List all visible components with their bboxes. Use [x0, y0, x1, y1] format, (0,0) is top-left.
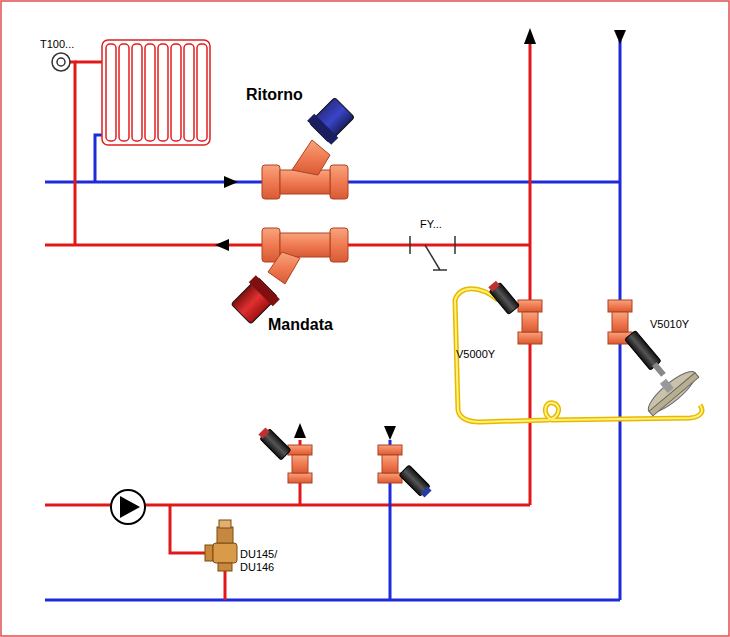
- strainer-symbol: [410, 236, 455, 270]
- flow-arrows: [215, 28, 626, 440]
- thermostat-symbol: [52, 53, 70, 71]
- part-label: DU145/ DU146: [240, 548, 284, 573]
- radiator-fin: [132, 44, 142, 141]
- part-label: FY...: [420, 218, 442, 231]
- capillary-highlight: [455, 289, 702, 422]
- radiator-fin: [197, 44, 207, 141]
- return-valve: [262, 95, 357, 199]
- part-label: V5010Y: [650, 318, 689, 331]
- part-label: Ritorno: [246, 86, 303, 104]
- capillary-tube: [455, 289, 702, 422]
- radiator-fin: [184, 44, 194, 141]
- radiator-fin: [171, 44, 181, 141]
- radiator: [102, 40, 210, 145]
- pipes: [45, 40, 620, 600]
- return-branch-valve: [378, 445, 433, 499]
- bypass-valve: [205, 520, 237, 571]
- partner-valve: [487, 279, 542, 344]
- radiator-fin: [158, 44, 168, 141]
- radiator-fin: [145, 44, 155, 141]
- part-label: Mandata: [268, 316, 333, 334]
- part-label: V5000Y: [456, 348, 495, 361]
- part-label: T100...: [40, 38, 74, 51]
- supply-valve: [229, 228, 348, 326]
- radiator-fin: [106, 44, 116, 141]
- radiator-fin: [119, 44, 129, 141]
- supply-branch-valve: [257, 426, 312, 483]
- differential-pressure-valve: [608, 300, 701, 418]
- pump-symbol: [111, 490, 145, 524]
